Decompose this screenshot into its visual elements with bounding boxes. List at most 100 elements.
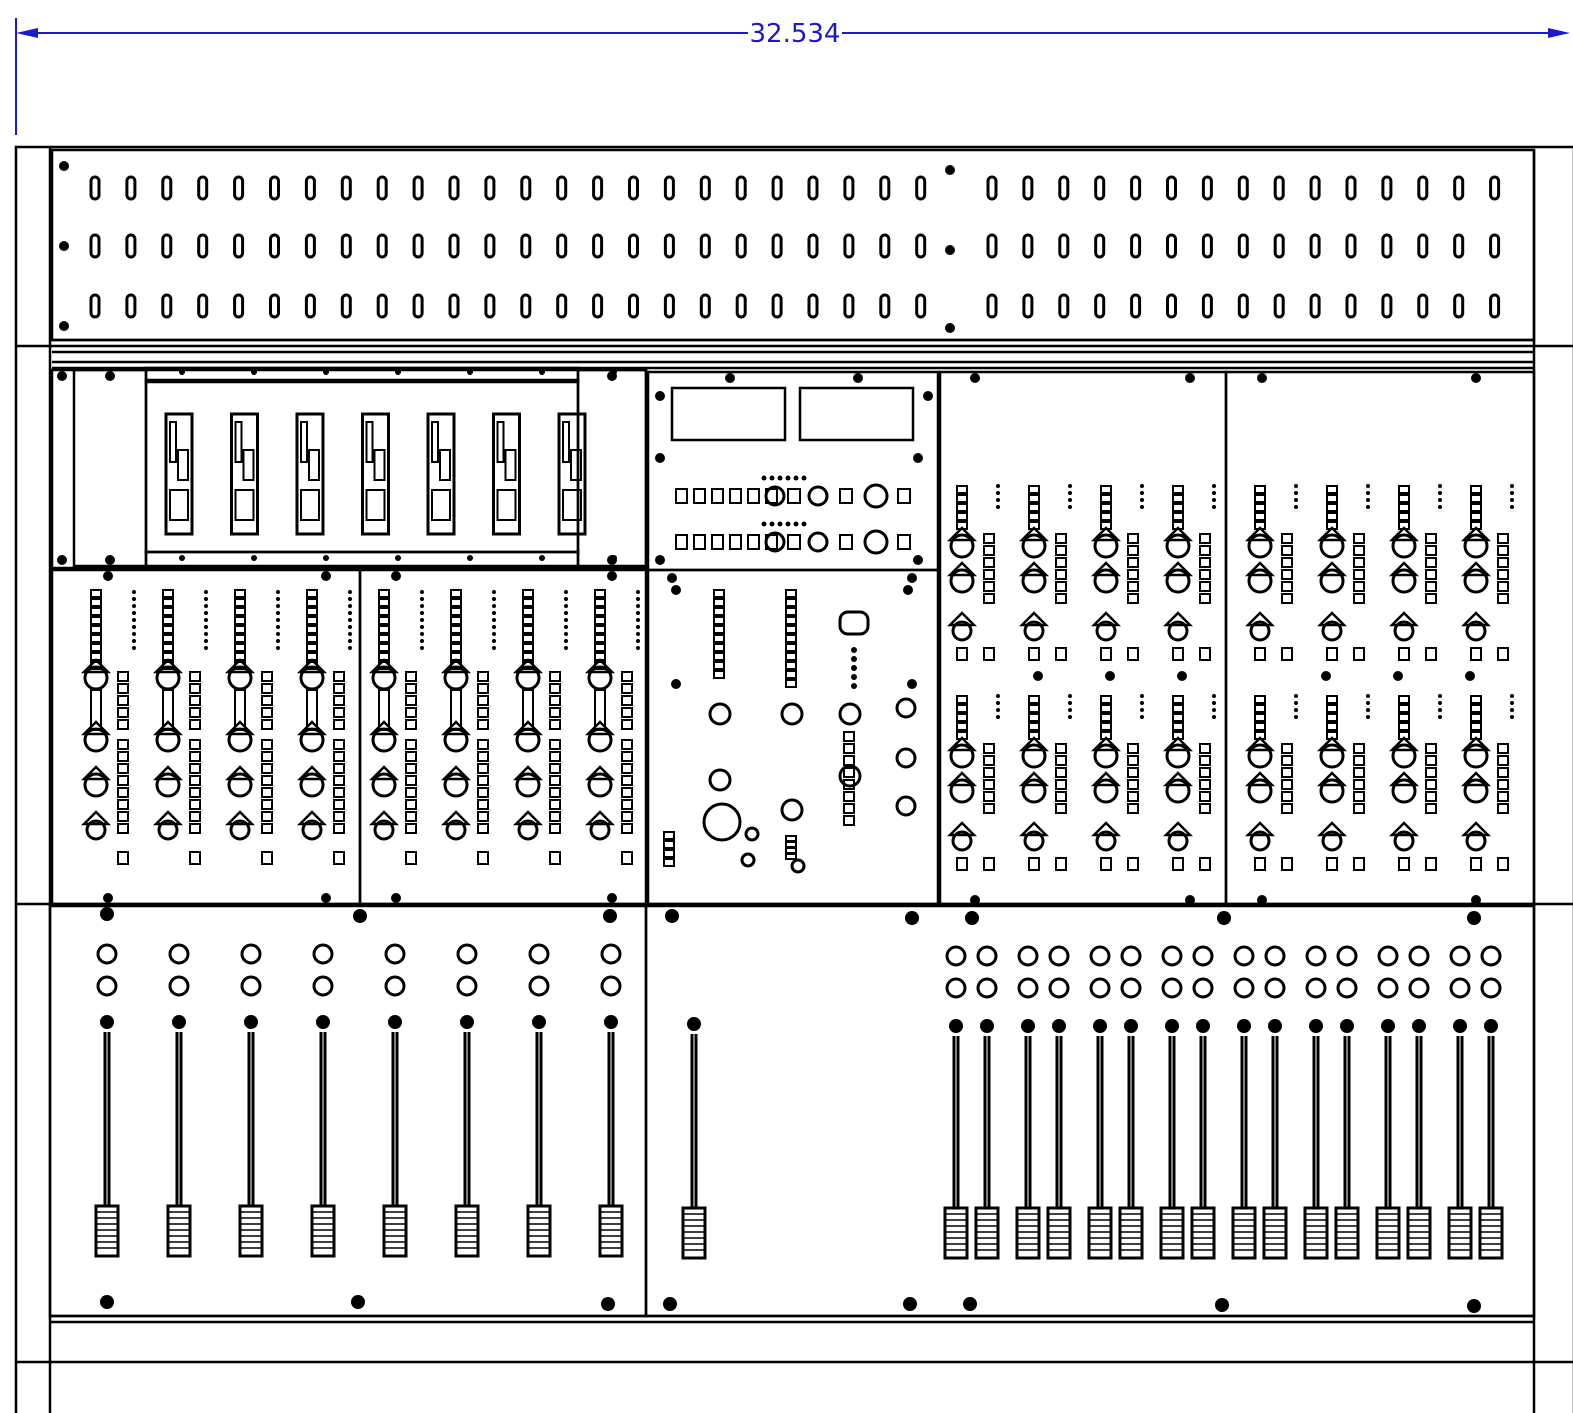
panel-screw xyxy=(667,573,677,583)
strip-button xyxy=(1100,512,1112,521)
strip-button xyxy=(234,634,246,643)
patch-unit xyxy=(164,412,194,536)
strip-knob-pointer xyxy=(584,765,616,781)
strip-knob-pointer xyxy=(1316,526,1348,542)
strip-button xyxy=(1281,569,1293,580)
strip-button xyxy=(1172,485,1184,494)
fader-knob xyxy=(945,945,967,967)
dimension-arrow-left xyxy=(16,28,38,38)
strip-button xyxy=(522,625,534,634)
strip-button xyxy=(1353,545,1365,556)
panel-button xyxy=(711,488,724,504)
fader-top-screw xyxy=(1484,1019,1498,1033)
strip-led xyxy=(276,590,280,594)
patch-unit-detail xyxy=(365,421,374,463)
strip-led xyxy=(420,604,424,608)
patch-unit-detail xyxy=(431,421,439,463)
strip-button xyxy=(1326,722,1338,731)
strip-knob-pointer xyxy=(1018,771,1050,787)
strip-led xyxy=(420,639,424,643)
panel-button xyxy=(787,534,801,550)
right-channel-bank xyxy=(938,370,1536,906)
strip-button xyxy=(378,625,390,634)
strip-button xyxy=(621,707,633,718)
strip-knob xyxy=(1167,830,1189,852)
strip-knob-pointer xyxy=(1090,611,1122,627)
meter-slot xyxy=(376,175,388,201)
strip-button xyxy=(1281,533,1293,544)
strip-button xyxy=(1398,704,1410,713)
strip-button xyxy=(1172,647,1184,661)
meter-slot xyxy=(125,175,137,201)
strip-knob-pointer xyxy=(946,561,978,577)
strip-knob xyxy=(371,772,397,798)
strip-button xyxy=(189,787,201,798)
strip-led xyxy=(420,646,424,650)
strip-button xyxy=(1199,569,1211,580)
panel-screw xyxy=(1471,895,1481,905)
strip-button xyxy=(1497,803,1509,814)
strip-button xyxy=(1055,557,1067,568)
strip-knob-pointer xyxy=(1460,611,1492,627)
strip-led xyxy=(996,491,1000,495)
fader-top-screw xyxy=(1268,1019,1282,1033)
strip-button xyxy=(1127,743,1139,754)
strip-led xyxy=(564,604,568,608)
patch-unit-detail xyxy=(300,421,308,463)
strip-button xyxy=(1055,533,1067,544)
strip-button xyxy=(189,683,201,694)
center-button xyxy=(713,634,725,643)
strip-led xyxy=(1140,694,1144,698)
strip-button xyxy=(1497,569,1509,580)
strip-knob xyxy=(1463,533,1489,559)
strip-led xyxy=(996,715,1000,719)
strip-knob xyxy=(1319,743,1345,769)
strip-led xyxy=(996,694,1000,698)
panel-screw xyxy=(391,893,401,903)
fader-knob xyxy=(1480,945,1502,967)
meter-slot xyxy=(1453,293,1465,319)
panel-screw xyxy=(1321,671,1331,681)
meter-slot xyxy=(771,233,783,259)
strip-knob xyxy=(373,819,395,841)
fader-knob xyxy=(240,943,262,965)
strip-button xyxy=(983,791,995,802)
meter-slot xyxy=(304,233,316,259)
strip-button xyxy=(1281,767,1293,778)
panel-knob xyxy=(764,485,786,507)
patch-unit-detail xyxy=(365,489,386,521)
strip-button xyxy=(1281,581,1293,592)
strip-button xyxy=(1281,791,1293,802)
meter-slot xyxy=(663,233,675,259)
strip-button xyxy=(90,634,102,643)
panel-screw xyxy=(655,453,665,463)
strip-button xyxy=(234,625,246,634)
strip-knob-pointer xyxy=(1316,771,1348,787)
display-left xyxy=(670,386,787,442)
strip-button xyxy=(1425,803,1437,814)
strip-fader-short xyxy=(522,689,534,731)
meter-slot xyxy=(304,293,316,319)
strip-button xyxy=(594,634,606,643)
panel-knob xyxy=(863,529,889,555)
strip-knob xyxy=(1463,743,1489,769)
strip-button xyxy=(189,799,201,810)
fader-knob xyxy=(1264,977,1286,999)
strip-led xyxy=(1438,498,1442,502)
fader-top-screw xyxy=(172,1015,186,1029)
strip-knob-pointer xyxy=(946,736,978,752)
fader-knob xyxy=(1233,977,1255,999)
panel-button xyxy=(675,488,688,504)
strip-button xyxy=(1326,485,1338,494)
patch-unit-detail xyxy=(562,489,582,521)
strip-led xyxy=(420,618,424,622)
strip-knob xyxy=(515,727,541,753)
strip-knob xyxy=(951,620,973,642)
strip-knob xyxy=(1093,743,1119,769)
patch-screw xyxy=(539,555,545,561)
strip-knob xyxy=(155,772,181,798)
strip-button xyxy=(956,722,968,731)
meter-screw xyxy=(945,323,955,333)
strip-button xyxy=(333,811,345,822)
strip-knob xyxy=(1319,778,1345,804)
